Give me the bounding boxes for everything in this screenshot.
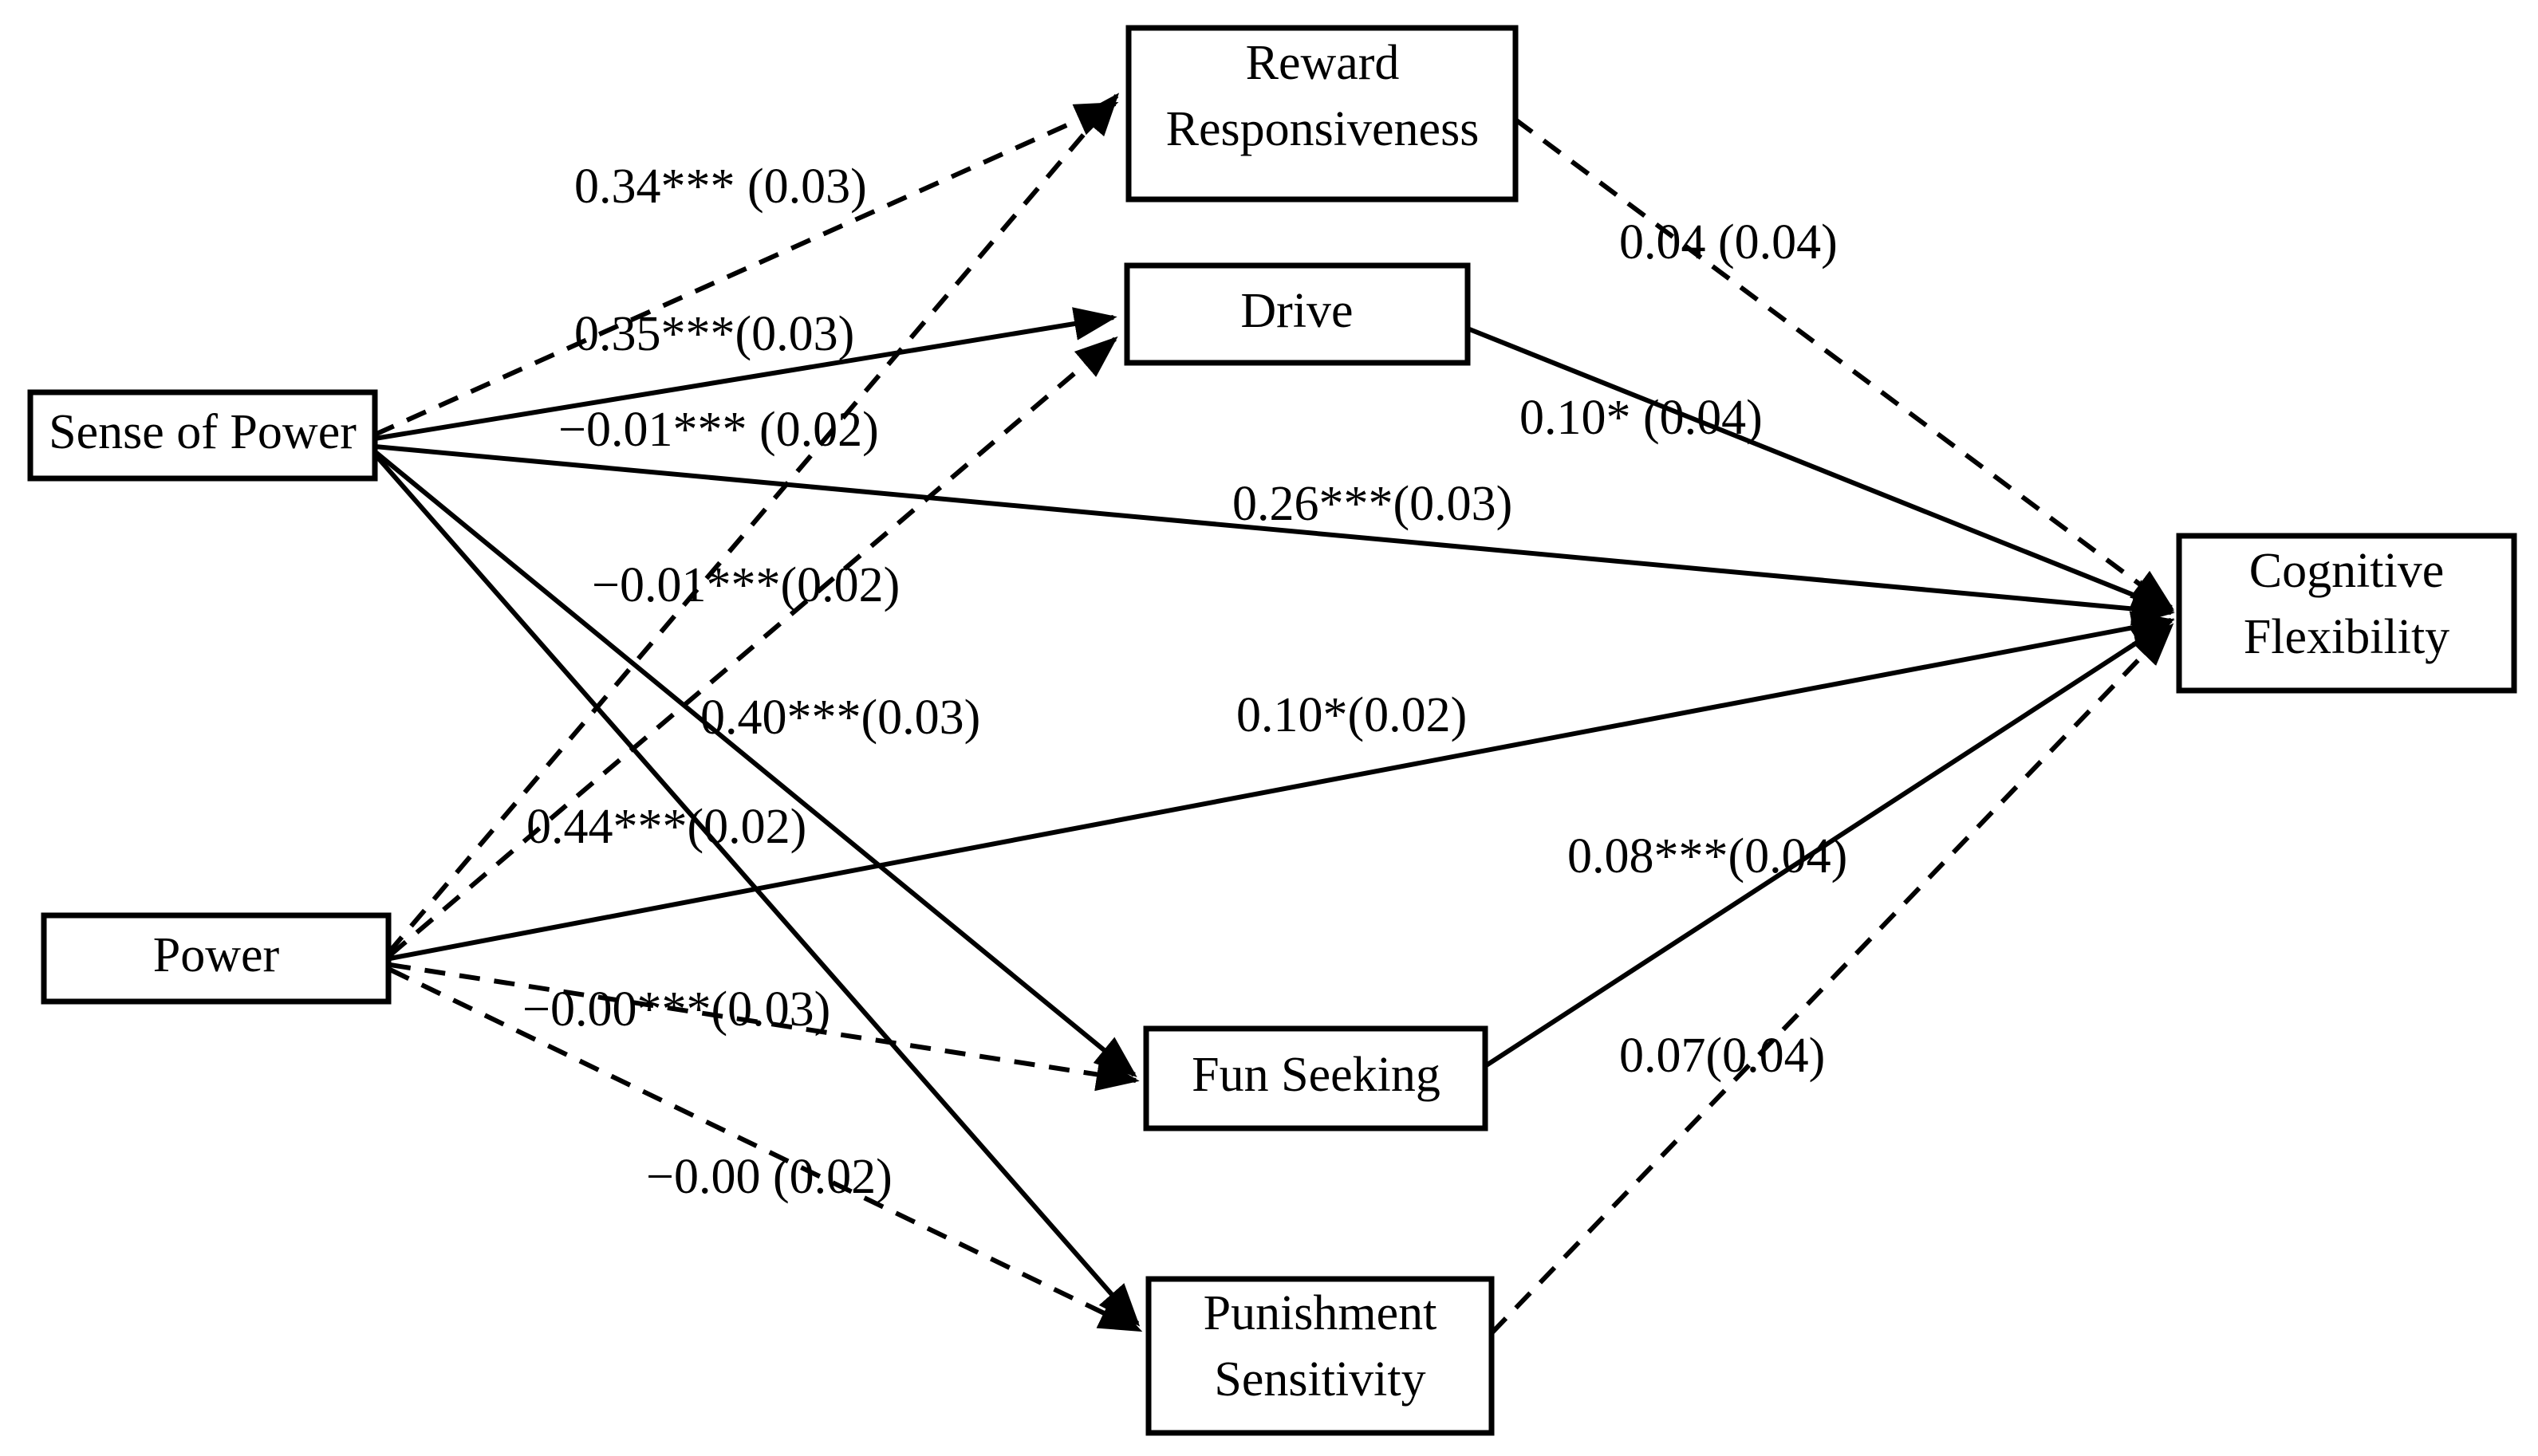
node-punishment-sensitivity[interactable]: Punishment Sensitivity xyxy=(1145,1276,1495,1436)
edge-label-power-to-fun-seeking: −0.00***(0.03) xyxy=(522,982,830,1037)
node-sense-of-power-box[interactable] xyxy=(27,389,378,482)
node-power-box[interactable] xyxy=(41,912,392,1005)
edge-sense-of-power-to-cognitive-flexibility[interactable] xyxy=(374,444,2175,626)
edge-label-reward-responsiveness-to-cognitive-flexibility: 0.04 (0.04) xyxy=(1619,215,1838,270)
edges-layer xyxy=(373,92,2175,1336)
edge-power-to-drive[interactable] xyxy=(388,336,1118,958)
node-punishment-sensitivity-box[interactable] xyxy=(1145,1276,1495,1436)
edge-power-to-fun-seeking[interactable] xyxy=(389,962,1140,1092)
node-fun-seeking-box[interactable] xyxy=(1143,1025,1488,1131)
node-reward-responsiveness-label-line1: Reward xyxy=(1246,36,1400,90)
edge-fun-seeking-to-cognitive-flexibility[interactable] xyxy=(1484,618,2175,1068)
edge-sense-of-power-to-reward-responsiveness[interactable] xyxy=(373,101,1119,437)
node-cognitive-flexibility-label-line1: Cognitive xyxy=(2249,544,2445,598)
edge-power-to-cognitive-flexibility[interactable] xyxy=(389,611,2175,961)
node-punishment-sensitivity-label-line2: Sensitivity xyxy=(1214,1352,1425,1407)
edge-label-sense-of-power-to-fun-seeking: 0.40***(0.03) xyxy=(700,691,980,745)
node-cognitive-flexibility-box[interactable] xyxy=(2176,533,2517,694)
node-power-label: Power xyxy=(153,928,280,982)
node-power[interactable]: Power xyxy=(41,912,392,1005)
node-drive-box[interactable] xyxy=(1124,262,1471,366)
edge-label-sense-of-power-to-cognitive-flexibility: 0.26***(0.03) xyxy=(1232,477,1512,531)
edge-label-power-to-drive: −0.01***(0.02) xyxy=(592,558,900,612)
edge-power-to-reward-responsiveness[interactable] xyxy=(386,92,1120,954)
node-sense-of-power[interactable]: Sense of Power xyxy=(27,389,378,482)
nodes-layer: Sense of Power Power Reward Responsivene… xyxy=(27,25,2517,1436)
node-drive-label: Drive xyxy=(1240,284,1353,338)
node-punishment-sensitivity-label-line1: Punishment xyxy=(1204,1286,1437,1340)
node-fun-seeking[interactable]: Fun Seeking xyxy=(1143,1025,1488,1131)
edge-drive-to-cognitive-flexibility[interactable] xyxy=(1466,326,2175,612)
edge-label-sense-of-power-to-punishment-sensitivity: 0.44***(0.02) xyxy=(526,800,806,854)
node-reward-responsiveness[interactable]: Reward Responsiveness xyxy=(1125,25,1519,203)
edge-sense-of-power-to-fun-seeking[interactable] xyxy=(375,451,1137,1078)
edge-label-power-to-reward-responsiveness: −0.01*** (0.02) xyxy=(558,403,879,457)
node-reward-responsiveness-label-line2: Responsiveness xyxy=(1166,102,1480,156)
edge-punishment-sensitivity-to-cognitive-flexibility[interactable] xyxy=(1489,623,2174,1336)
node-cognitive-flexibility[interactable]: Cognitive Flexibility xyxy=(2176,533,2517,694)
edge-label-drive-to-cognitive-flexibility: 0.10* (0.04) xyxy=(1519,391,1763,445)
edge-reward-responsiveness-to-cognitive-flexibility[interactable] xyxy=(1514,117,2174,610)
edge-label-power-to-punishment-sensitivity: −0.00 (0.02) xyxy=(646,1150,893,1204)
node-cognitive-flexibility-label-line2: Flexibility xyxy=(2244,610,2449,664)
edge-label-punishment-sensitivity-to-cognitive-flexibility: 0.07(0.04) xyxy=(1619,1029,1825,1083)
edge-label-fun-seeking-to-cognitive-flexibility: 0.08***(0.04) xyxy=(1567,829,1847,883)
edge-label-power-to-cognitive-flexibility: 0.10*(0.02) xyxy=(1236,688,1467,742)
edge-label-sense-of-power-to-reward-responsiveness: 0.34*** (0.03) xyxy=(574,159,867,214)
edge-labels-layer: 0.34*** (0.03) 0.35***(0.03) 0.40***(0.0… xyxy=(522,159,1847,1204)
edge-label-sense-of-power-to-drive: 0.35***(0.03) xyxy=(574,307,854,361)
node-sense-of-power-label: Sense of Power xyxy=(49,405,357,459)
edge-sense-of-power-to-drive[interactable] xyxy=(374,307,1117,441)
node-reward-responsiveness-box[interactable] xyxy=(1125,25,1519,203)
node-fun-seeking-label: Fun Seeking xyxy=(1192,1048,1440,1102)
node-drive[interactable]: Drive xyxy=(1124,262,1471,366)
